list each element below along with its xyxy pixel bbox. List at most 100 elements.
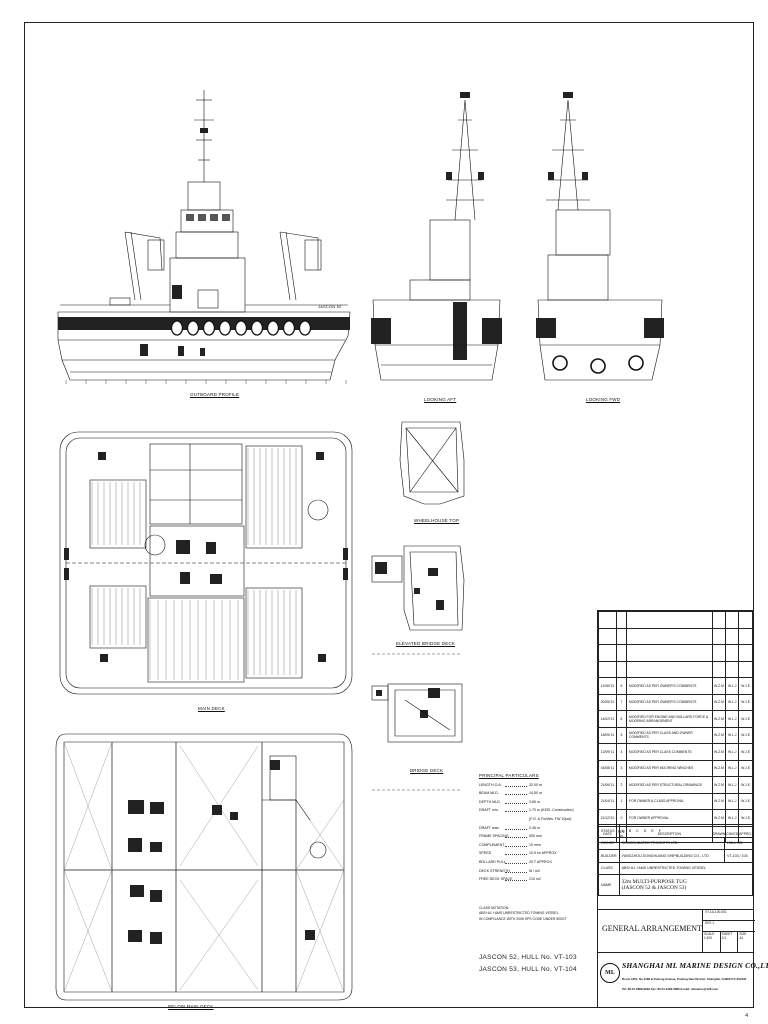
revision-drawn: W.Z.M: [711, 743, 727, 761]
revision-number: 1: [616, 792, 627, 810]
particulars-row: BEAM MLD. 14.50 m: [479, 789, 594, 798]
revision-approved: W.J.E: [738, 693, 753, 711]
status-marks: A B C D E F: [618, 824, 754, 838]
revision-number: 8: [616, 677, 627, 695]
revision-blank-row: [598, 644, 753, 662]
size-value: A1: [739, 936, 744, 940]
looking-fwd-view: [536, 92, 664, 381]
particulars-value: (F.O. & Fw/Ww. FW 10pct): [529, 816, 572, 821]
particulars-leader: [505, 781, 527, 787]
class-notation-line: ABS+A1 +AMS UNRESTRICTED TOWING VESSEL: [479, 911, 559, 916]
particulars-key: LENGTH O.A.: [479, 782, 502, 787]
particulars-leader: [505, 849, 527, 856]
class-notation: CLASS NOTATION: ABS+A1 +AMS UNRESTRICTED…: [479, 906, 597, 922]
revision-approved: W.J.E: [738, 677, 753, 695]
particulars-value: 14.50 m: [529, 791, 542, 796]
company-address: Room 1601, No.1188 & Pudong Avenue, Pudo…: [622, 977, 747, 981]
revision-description: MODIFIED FOR ENGINE AND BOLLARD FORCE & …: [626, 710, 713, 728]
particulars-leader: [505, 789, 527, 796]
label-wheelhouse-top: WHEELHOUSE TOP: [414, 518, 460, 523]
particulars-key: BEAM MLD.: [479, 791, 499, 796]
company-logo-text: ML: [605, 970, 615, 976]
particulars-value: 2.45 m: [529, 825, 540, 830]
particulars-key: DECK STRENGTH: [479, 868, 510, 873]
revision-date: 20/05/'12: [598, 693, 617, 711]
revision-drawn: W.Z.M: [711, 792, 727, 810]
label-looking-aft: LOOKING AFT: [424, 397, 457, 402]
particulars-key: BOLLARD PULL: [479, 859, 506, 864]
drawing-title: GENERAL ARRANGEMENT: [602, 924, 702, 933]
revision-number: 6: [616, 710, 627, 728]
revision-number: 4: [616, 743, 627, 761]
wheelhouse-top-plan: [399, 421, 465, 505]
particulars-value: 25 T APPROX: [529, 859, 552, 864]
outboard-profile-view: [57, 90, 351, 384]
class-value: ABS+A1 +AMS UNRESTRICTED TOWING VESSEL: [618, 861, 754, 875]
particulars-key: [479, 815, 505, 824]
owner-value: CONSOLIDATED PROJECTS LTD.: [618, 836, 726, 850]
particulars-value: 3.65 m: [529, 799, 540, 804]
particulars-leader: [505, 815, 527, 820]
revision-checked: W.L.J: [725, 726, 740, 744]
builder-value: YANGZHOU DONGHUANG SHIPBUILDING CO., LTD: [618, 849, 726, 863]
revision-approved: W.J.E: [738, 710, 753, 728]
particulars-row: (F.O. & Fw/Ww. FW 10pct): [479, 815, 594, 824]
revision-date: 14/02/'12: [598, 710, 617, 728]
revision-drawn: W.Z.M: [711, 693, 727, 711]
status-label: STATUS: [598, 824, 620, 838]
particulars-value: 10.5 kn APPROX: [529, 851, 557, 856]
particulars-row: BOLLARD PULL 25 T APPROX: [479, 858, 594, 867]
class-notation-line: IN COMPLIANCE WITH 2006 SPS CODE UNDER 5…: [479, 916, 567, 921]
particulars-value: 500 mm: [529, 834, 542, 839]
revision-description: MODIFIED AS PER CLASS COMMENTS: [626, 743, 713, 761]
revision-checked: W.L.J: [725, 677, 740, 695]
revision-description: MODIFIED AS PER CLASS AND OWNER COMMENTS: [626, 726, 713, 744]
revision-description: FOR OWNER & CLASS APPROVAL: [626, 792, 713, 810]
elevated-bridge-deck-plan: [371, 545, 465, 631]
revision-drawn: W.Z.M: [711, 759, 727, 777]
label-below-main-deck: BELOW MAIN DECK: [168, 1004, 214, 1009]
hull-number-line: JASCON 52, HULL No. VT-103: [479, 954, 577, 961]
particulars-leader: [505, 875, 527, 882]
below-main-deck-plan: [55, 733, 353, 1001]
revision-description: MODIFIED AS PER OWNER'S COMMENTS: [626, 677, 713, 695]
particulars-value: 1.70 m (KEEL Construction): [529, 808, 574, 813]
revision-blank-row: [598, 660, 753, 678]
revision-description: MODIFIED AS PER STRUCTURAL DRAWINGS: [626, 776, 713, 794]
revision-date: 12/09/'11: [598, 743, 617, 761]
revision-number: 5: [616, 726, 627, 744]
name-label: NAME: [598, 874, 620, 896]
particulars-leader: [505, 824, 527, 830]
sheet-value: 1/1: [721, 936, 727, 940]
particulars-key: FREE DECK SPACE: [479, 877, 513, 882]
revision-number: 3: [616, 759, 627, 777]
revision-date: 21/06/'11: [598, 776, 617, 794]
revision-checked: W.L.J: [725, 743, 740, 761]
particulars-value: 32.00 m: [529, 782, 542, 787]
revision-approved: W.J.E: [738, 792, 753, 810]
label-bridge-deck: BRIDGE DECK: [410, 768, 444, 773]
company-block: ML SHANGHAI ML MARINE DESIGN CO.,LTD Roo…: [598, 955, 768, 1007]
scale-label: SCALE: [704, 932, 715, 936]
particulars-row: SPEED 10.5 kn APPROX: [479, 849, 594, 858]
particulars-row: DRAFT min.1.70 m (KEEL Construction): [479, 806, 594, 815]
owner-label: OWNER: [598, 836, 620, 850]
class-label: CLASS: [598, 861, 620, 875]
particulars-value: 5t / m2: [529, 868, 540, 873]
revision-description: MODIFIED AS PER OWNER'S COMMENTS: [626, 693, 713, 711]
hull-no-value: VT-103 / 104: [724, 849, 753, 863]
particulars-key: SPEED: [479, 851, 492, 856]
revision-approved: W.J.E: [738, 809, 753, 827]
drawing-title-row: GENERAL ARRANGEMENT VT-1A-100-001 SHT-1 …: [598, 909, 755, 953]
label-main-deck: MAIN DECK: [198, 706, 225, 711]
revision-checked: W.L.J: [725, 792, 740, 810]
